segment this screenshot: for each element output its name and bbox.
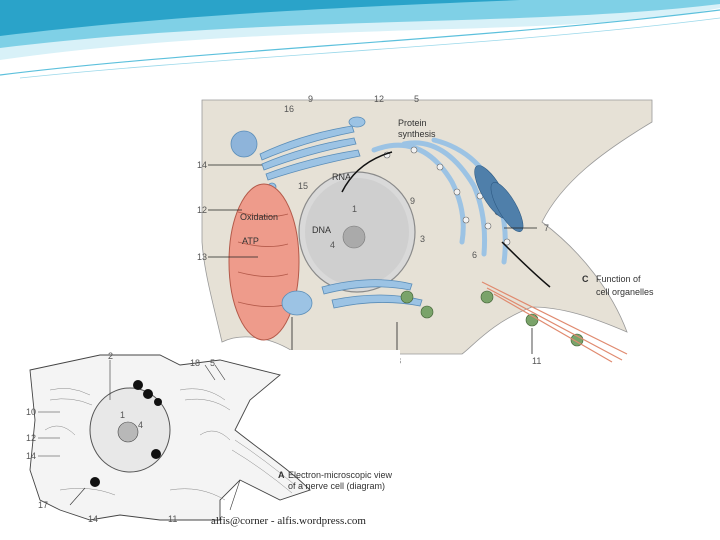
golgi-vesicle-large [230, 130, 258, 158]
neurofibril-bundle [474, 165, 524, 232]
cytoplasm-texture [44, 388, 296, 501]
rna-arrow [341, 151, 393, 193]
em-nucleolus [117, 421, 139, 443]
figure-c-caption-line2: cell organelles [596, 287, 654, 297]
label-7: 7 [544, 223, 549, 233]
rna-label: RNA [332, 172, 351, 182]
nucleus [298, 171, 416, 293]
nucleolus [342, 225, 366, 249]
label-12-left: 12 [197, 205, 207, 215]
figure-a-letter: A [278, 470, 285, 480]
transport-arrow [501, 241, 551, 288]
microtubules [481, 281, 628, 363]
golgi-apparatus [259, 116, 366, 192]
figure-c-letter: C [582, 274, 589, 284]
label-13: 13 [197, 252, 207, 262]
em-leader-lines [38, 360, 241, 511]
nerve-cell-body [29, 354, 311, 521]
em-label-10: 10 [26, 407, 36, 417]
banner-wave-dark [0, 0, 520, 36]
em-label-4: 4 [138, 420, 143, 430]
label-3: 3 [420, 234, 425, 244]
figure-a-caption-line1: Electron-microscopic view [288, 470, 393, 480]
figure-a-caption-line2: of a nerve cell (diagram) [288, 481, 385, 491]
atp-label: ATP [242, 236, 259, 246]
label-16: 16 [284, 104, 294, 114]
em-label-18: 18 [190, 358, 200, 368]
em-label-2: 2 [108, 351, 113, 361]
em-label-11: 11 [168, 514, 177, 524]
em-label-17: 17 [38, 500, 48, 510]
label-4: 4 [330, 240, 335, 250]
label-15: 15 [298, 181, 308, 191]
em-label-12: 12 [26, 433, 36, 443]
label-11: 11 [532, 356, 541, 366]
label-9-mid: 9 [410, 196, 415, 206]
label-leader-lines [208, 164, 537, 354]
label-9-top: 9 [308, 94, 313, 104]
label-12-top: 12 [374, 94, 384, 104]
em-label-5: 5 [210, 358, 215, 368]
banner-line [0, 9, 720, 76]
label-5: 5 [414, 94, 419, 104]
protein-synthesis-line1: Protein [398, 118, 427, 128]
protein-synthesis-line2: synthesis [398, 129, 436, 139]
oxidation-label: Oxidation [240, 212, 278, 222]
banner-line-2 [19, 17, 720, 79]
dense-granules [90, 380, 162, 487]
mitochondrion [228, 183, 300, 341]
figure-cell-organelles: 16 9 12 5 Protein synthesis 14 15 RNA 12… [197, 94, 654, 366]
em-label-1: 1 [120, 410, 125, 420]
smooth-endoplasmic-reticulum [281, 279, 423, 316]
label-14: 14 [197, 160, 207, 170]
dna-label: DNA [312, 225, 331, 235]
label-1: 1 [352, 204, 357, 214]
figure-nerve-cell-em: 2 18 5 10 1 4 12 14 17 14 11 A Electron-… [20, 350, 400, 530]
header-wave-banner [0, 0, 720, 79]
label-6: 6 [472, 250, 477, 260]
footer-credit: alfis@corner - alfis.wordpress.com [211, 515, 366, 527]
em-label-14-bottom: 14 [88, 514, 98, 524]
em-label-14-left: 14 [26, 451, 36, 461]
figure-c-caption-line1: Function of [596, 274, 641, 284]
